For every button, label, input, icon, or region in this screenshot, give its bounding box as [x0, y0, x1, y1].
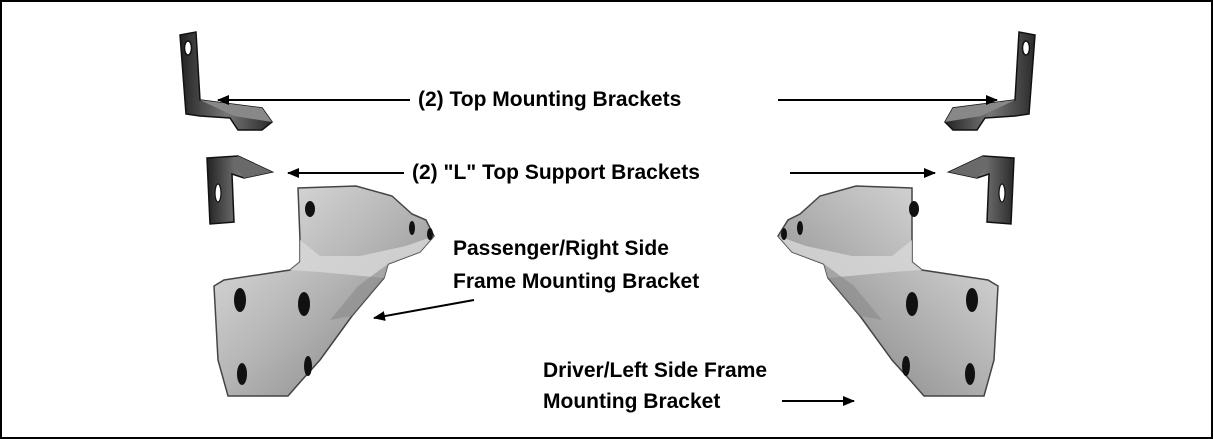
arrow-passenger: [373, 299, 475, 321]
label-driver-line1: Driver/Left Side Frame: [543, 359, 768, 382]
bracket-hole: [234, 288, 246, 312]
bracket-hole: [1021, 40, 1031, 56]
label-passenger-bracket: Passenger/Right Side Frame Mounting Brac…: [453, 232, 699, 298]
bracket-hole: [304, 356, 312, 376]
bracket-hole: [298, 292, 310, 316]
bracket-hole: [409, 221, 415, 235]
bracket-hole: [797, 221, 803, 235]
label-driver-line2: Mounting Bracket: [543, 390, 721, 413]
label-driver-bracket: Driver/Left Side Frame Mounting Bracket: [543, 355, 767, 417]
bracket-hole: [965, 363, 975, 385]
label-passenger-line1: Passenger/Right Side: [453, 237, 669, 260]
bracket-hole: [781, 228, 787, 240]
passenger-frame-mounting-bracket: [213, 185, 435, 397]
bracket-hole: [305, 201, 315, 217]
label-l-top-support-brackets: (2) "L" Top Support Brackets: [406, 160, 706, 186]
bracket-hole: [214, 183, 222, 203]
label-passenger-line2: Frame Mounting Bracket: [453, 270, 700, 293]
bracket-hole: [966, 288, 978, 312]
bracket-hole: [902, 356, 910, 376]
bracket-hole: [427, 228, 433, 240]
top-mounting-bracket-left: [179, 31, 274, 131]
label-top-mounting-brackets: (2) Top Mounting Brackets: [412, 87, 688, 113]
bracket-hole: [183, 40, 193, 56]
bracket-hole: [909, 201, 919, 217]
l-support-bracket-left: [206, 155, 275, 225]
bracket-hole: [906, 292, 918, 316]
l-support-bracket-right: [946, 155, 1015, 225]
bracket-hole: [237, 363, 247, 385]
driver-frame-mounting-bracket: [777, 185, 999, 397]
top-mounting-bracket-right: [944, 31, 1036, 131]
bracket-hole: [998, 183, 1006, 203]
